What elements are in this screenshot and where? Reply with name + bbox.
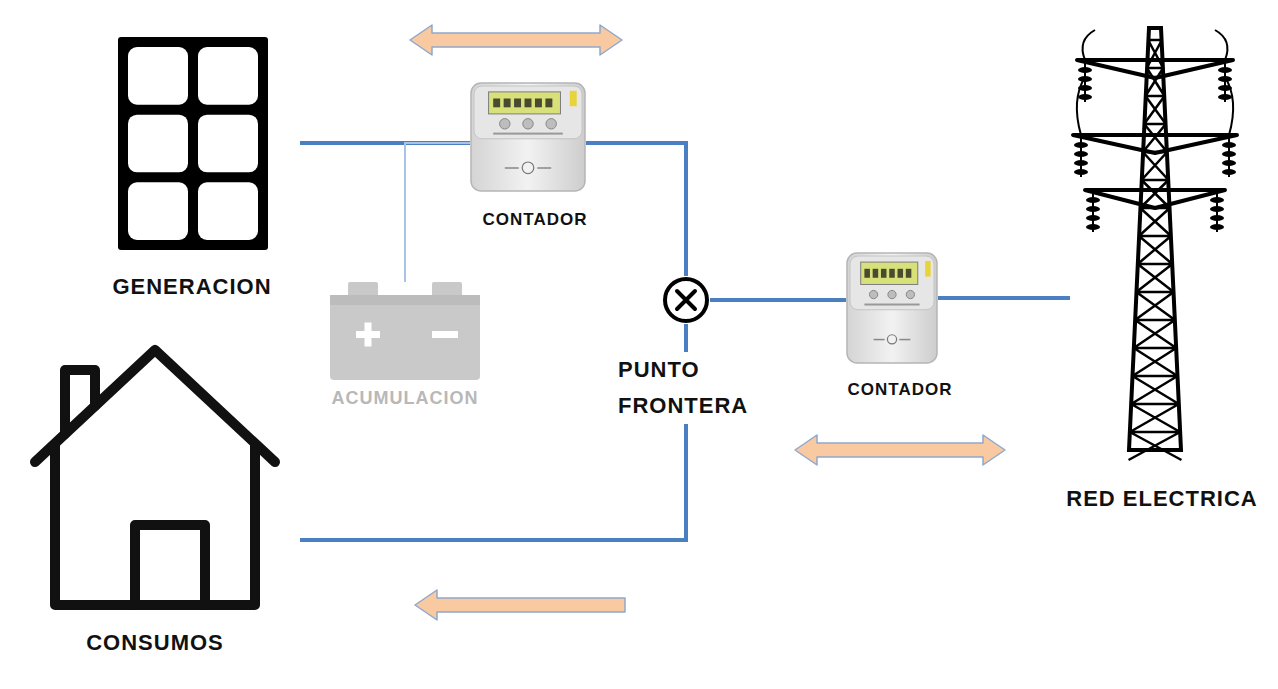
node-label: CONTADOR [483,210,588,230]
energy-meter-icon [470,82,586,192]
left-arrow [415,590,625,620]
boundary-point-icon [662,276,710,324]
boundary-point: PUNTO FRONTERA [662,276,710,324]
energy-meter-icon [846,252,938,364]
wire [710,298,846,302]
power-tower-icon [1070,20,1240,450]
power-tower: RED ELECTRICA [1070,20,1240,450]
node-label: GENERACION [112,274,271,299]
solar-panel-icon [118,37,300,250]
solar-panel: GENERACION [118,37,300,250]
house: CONSUMOS [30,340,300,615]
energy-meter: CONTADOR [846,252,938,364]
node-label: PUNTO FRONTERA [618,352,768,424]
wire [586,143,686,276]
double-arrow [795,435,1005,465]
battery: ACUMULACION [330,282,480,380]
node-label: CONTADOR [848,380,953,400]
node-label: RED ELECTRICA [1066,486,1257,511]
double-arrow [410,25,622,55]
house-icon [30,340,300,615]
wire [405,143,470,282]
battery-icon [330,282,480,380]
node-label: ACUMULACION [332,388,479,409]
wire [938,296,1070,300]
node-label: CONSUMOS [86,630,224,655]
energy-meter: CONTADOR [470,82,586,192]
